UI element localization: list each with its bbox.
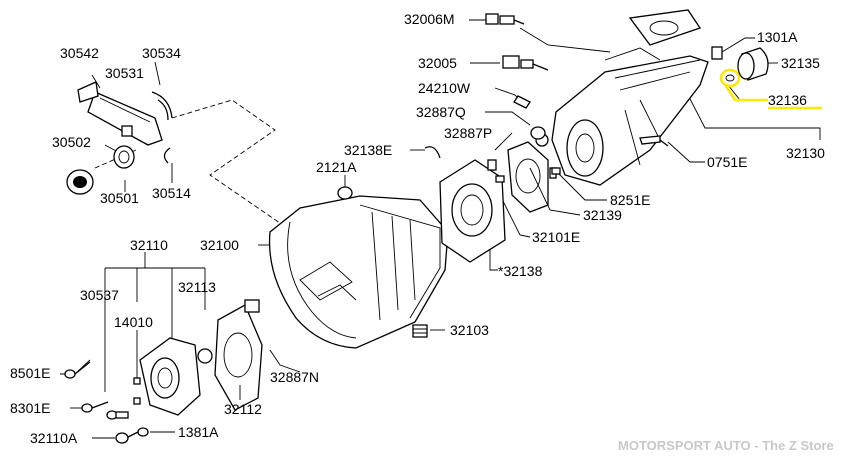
release-fork-assembly <box>66 81 173 195</box>
leader-lines <box>60 19 821 439</box>
label-30501[interactable]: 30501 <box>100 190 139 206</box>
label-32110[interactable]: 32110 <box>130 237 168 253</box>
label-2121A[interactable]: 2121A <box>316 159 357 175</box>
label-32135[interactable]: 32135 <box>781 55 820 71</box>
label-32887Q[interactable]: 32887Q <box>416 104 466 120</box>
clutch-housing <box>268 186 449 349</box>
relation-dashes <box>94 99 291 231</box>
label-32138-asterisk[interactable]: *32138 <box>498 263 543 279</box>
part-labels: 32006M 1301A 32005 32135 24210W 32136 32… <box>10 11 825 446</box>
label-32136[interactable]: 32136 <box>768 92 807 108</box>
label-32112[interactable]: 32112 <box>224 401 262 417</box>
label-32110A[interactable]: 32110A <box>30 430 78 446</box>
label-8301E[interactable]: 8301E <box>10 400 50 416</box>
label-32100[interactable]: 32100 <box>200 237 239 253</box>
label-30534[interactable]: 30534 <box>142 45 181 61</box>
extension-housing <box>551 9 709 186</box>
label-30514[interactable]: 30514 <box>152 185 191 201</box>
rear-parts <box>711 46 769 88</box>
adapter-plate <box>439 159 506 263</box>
bolts-rear <box>424 139 669 175</box>
label-8501E[interactable]: 8501E <box>10 365 50 381</box>
label-30502[interactable]: 30502 <box>52 134 91 150</box>
label-8251E[interactable]: 8251E <box>610 192 650 208</box>
label-32006M[interactable]: 32006M <box>404 11 455 27</box>
label-32005[interactable]: 32005 <box>418 55 457 71</box>
label-14010[interactable]: 14010 <box>114 314 153 330</box>
label-32130[interactable]: 32130 <box>786 145 825 161</box>
front-cover-assembly <box>64 299 263 444</box>
label-32138E[interactable]: 32138E <box>344 142 392 158</box>
label-32103[interactable]: 32103 <box>450 322 489 338</box>
label-30531[interactable]: 30531 <box>105 65 144 81</box>
label-30542[interactable]: 30542 <box>60 45 99 61</box>
label-32113[interactable]: 32113 <box>178 279 216 295</box>
label-24210W[interactable]: 24210W <box>418 80 471 96</box>
label-32101E[interactable]: 32101E <box>532 229 580 245</box>
label-30537[interactable]: 30537 <box>80 287 119 303</box>
sensors <box>485 13 549 140</box>
label-1301A[interactable]: 1301A <box>757 29 798 45</box>
label-1381A[interactable]: 1381A <box>178 424 219 440</box>
label-32887P[interactable]: 32887P <box>444 125 492 141</box>
label-32887N[interactable]: 32887N <box>270 369 319 385</box>
label-32139[interactable]: 32139 <box>583 207 622 223</box>
watermark: MOTORSPORT AUTO - The Z Store <box>618 438 834 453</box>
label-0751E[interactable]: 0751E <box>707 154 747 170</box>
